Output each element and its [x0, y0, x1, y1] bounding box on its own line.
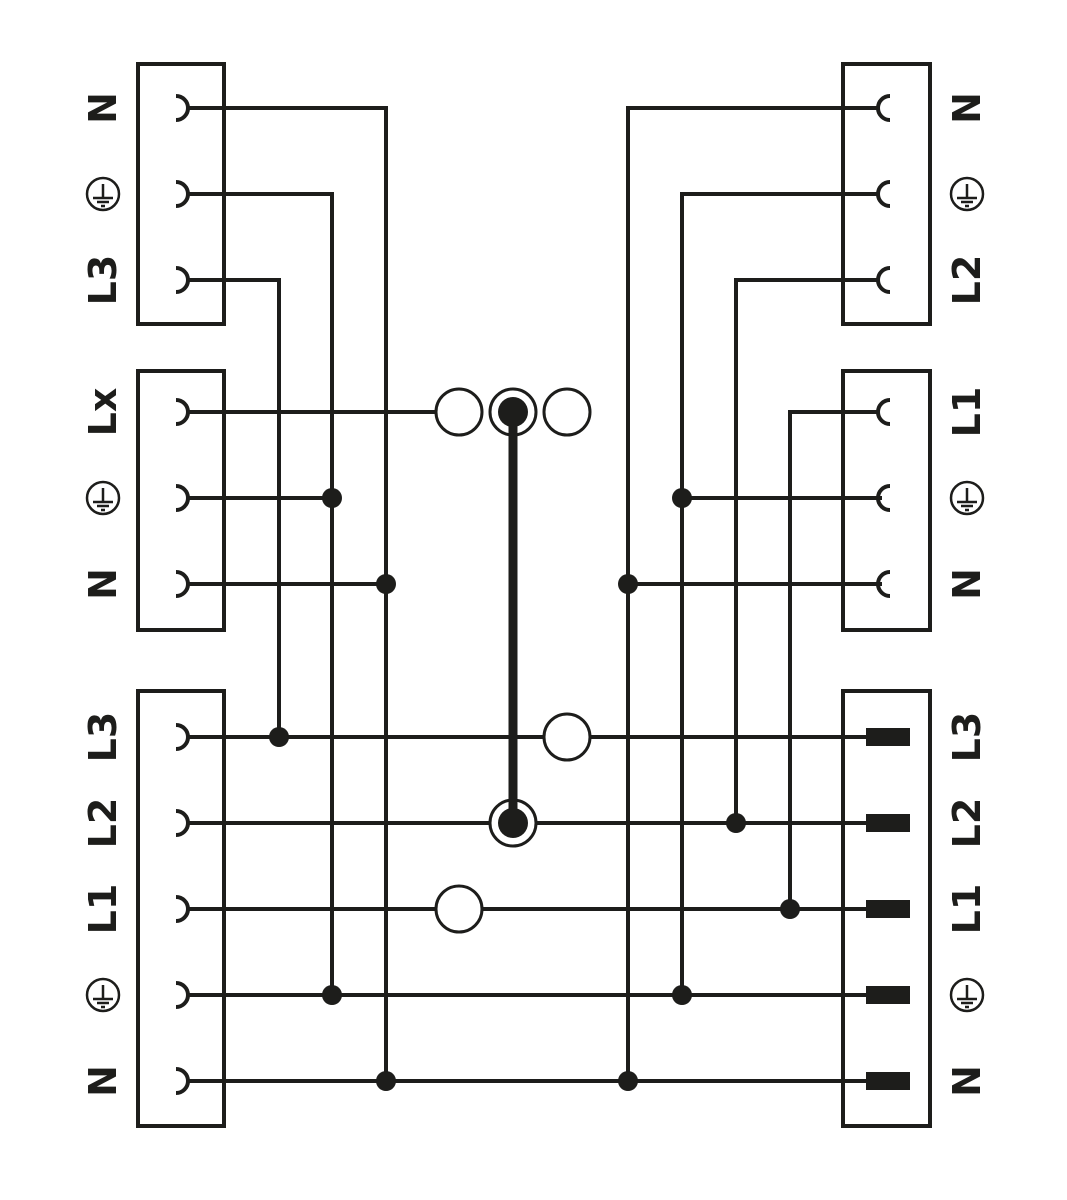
terminal-block-middle-left [136, 369, 226, 632]
socket-terminal-1-1 [175, 484, 190, 512]
terminal-label: Lx [81, 388, 125, 437]
terminal-block-middle-right [841, 369, 932, 632]
terminal-label: L3 [81, 255, 125, 306]
selector-contact-upper-3 [542, 387, 592, 437]
terminal-label: L2 [945, 798, 989, 849]
socket-terminal-2-2 [175, 895, 190, 923]
plug-pin-4 [866, 1072, 910, 1090]
socket-terminal-0-1 [876, 180, 891, 208]
plug-pin-0 [866, 728, 910, 746]
socket-terminal-1-0 [175, 398, 190, 426]
terminal-label: N [81, 92, 125, 124]
socket-terminal-0-2 [876, 266, 891, 294]
earth-icon-ring [949, 977, 985, 1013]
protective-earth-icon [85, 977, 121, 1013]
protective-earth-icon [85, 480, 121, 516]
wire-right-n-bus [626, 106, 880, 1081]
wire-left-earth-bus [188, 192, 334, 995]
junction-dot [672, 488, 692, 508]
protective-earth-icon [949, 176, 985, 212]
wire-right-earth-bus [680, 192, 880, 995]
selector-contact-l3 [542, 712, 592, 762]
socket-terminal-0-1 [175, 180, 190, 208]
socket-terminal-2-0 [175, 723, 190, 751]
terminal-label: N [81, 1065, 125, 1097]
socket-terminal-2-4 [175, 1067, 190, 1095]
selector-contact-l1 [434, 884, 484, 934]
terminal-label: N [945, 568, 989, 600]
wire-left-n-bus [188, 106, 388, 1081]
wire-left-l3-bus [188, 278, 281, 737]
socket-terminal-1-2 [175, 570, 190, 598]
junction-dot [618, 574, 638, 594]
wire-right-l1-bus [788, 410, 880, 909]
plug-pin-1 [866, 814, 910, 832]
socket-terminal-1-0 [876, 398, 891, 426]
socket-terminal-2-3 [175, 981, 190, 1009]
terminal-label: L1 [945, 387, 989, 438]
protective-earth-icon [949, 977, 985, 1013]
components-layer [175, 94, 910, 1095]
earth-icon-ring [85, 977, 121, 1013]
junction-dot [376, 574, 396, 594]
wires-layer [186, 106, 882, 1083]
terminal-label: N [81, 568, 125, 600]
plug-pin-3 [866, 986, 910, 1004]
terminal-label: L2 [81, 798, 125, 849]
junction-dot [672, 985, 692, 1005]
protective-earth-icon [85, 176, 121, 212]
junction-dot [322, 488, 342, 508]
terminal-label: L1 [81, 884, 125, 935]
socket-terminal-2-1 [175, 809, 190, 837]
terminal-label: L3 [945, 712, 989, 763]
selector-contact-upper-1 [434, 387, 484, 437]
junction-dot [780, 899, 800, 919]
protective-earth-icon [949, 480, 985, 516]
plug-pin-2 [866, 900, 910, 918]
socket-terminal-0-0 [876, 94, 891, 122]
junction-dot [618, 1071, 638, 1091]
earth-icon-ring [85, 176, 121, 212]
junction-dot [269, 727, 289, 747]
terminal-label: N [945, 92, 989, 124]
socket-terminal-0-2 [175, 266, 190, 294]
socket-terminal-1-1 [876, 484, 891, 512]
junction-dot [726, 813, 746, 833]
terminal-label: N [945, 1065, 989, 1097]
wire-right-l2-bus [734, 278, 880, 823]
earth-icon-ring [85, 480, 121, 516]
terminal-blocks-layer [136, 62, 932, 1128]
junction-dot [322, 985, 342, 1005]
socket-terminal-1-2 [876, 570, 891, 598]
junction-dot [376, 1071, 396, 1091]
terminal-label: L2 [945, 255, 989, 306]
terminal-label: L1 [945, 884, 989, 935]
earth-icon-ring [949, 176, 985, 212]
socket-terminal-0-0 [175, 94, 190, 122]
terminal-label: L3 [81, 712, 125, 763]
earth-icon-ring [949, 480, 985, 516]
